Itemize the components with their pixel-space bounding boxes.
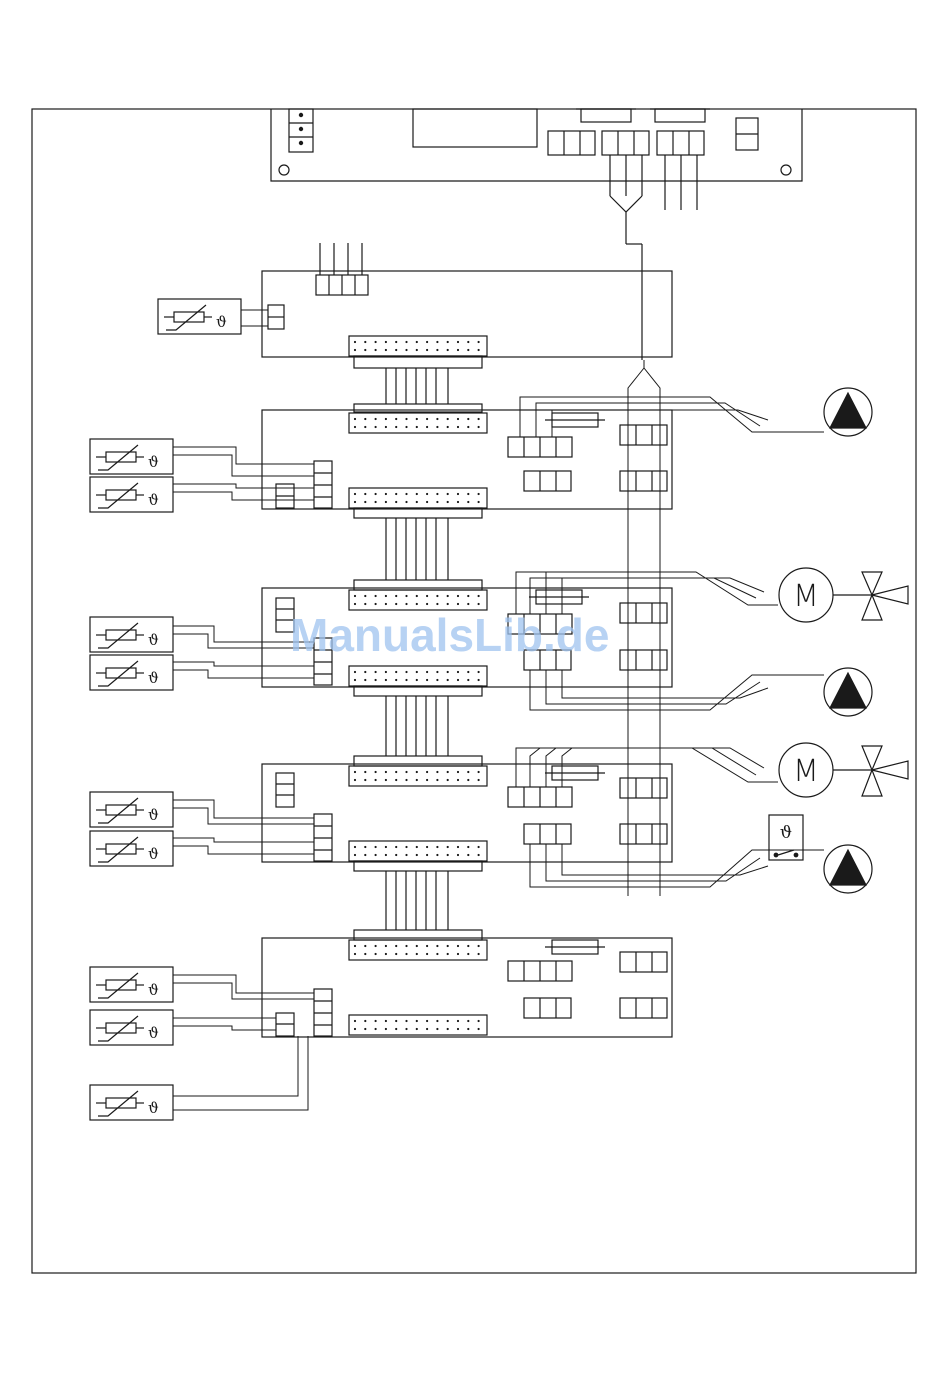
sensor-layer: ϑ ϑ ϑ ϑ ϑ ϑ ϑ ϑ ϑ ϑ [90, 299, 241, 1120]
temperature-sensor-icon: ϑ [90, 617, 173, 652]
thermostat-label: ϑ [780, 823, 792, 843]
diagram-frame [32, 109, 916, 1273]
ribbon-cable-2 [354, 518, 482, 590]
main-bus-cable [610, 155, 697, 360]
vertical-bus-lines [628, 360, 660, 896]
motor-1-label: M [793, 579, 819, 614]
temperature-sensor-label: ϑ [148, 806, 159, 824]
temperature-sensor-icon: ϑ [90, 439, 173, 474]
temperature-sensor-label: ϑ [148, 981, 159, 999]
sensor-wires [173, 310, 314, 1110]
temperature-sensor-icon: ϑ [90, 792, 173, 827]
ribbon-cable-4 [354, 871, 482, 940]
temperature-sensor-icon: ϑ [90, 477, 173, 512]
module-board-4 [262, 764, 672, 871]
temperature-sensor-label: ϑ [148, 845, 159, 863]
main-control-board [271, 109, 802, 181]
temperature-sensor-label: ϑ [148, 631, 159, 649]
pump-2-icon [824, 668, 872, 716]
temperature-sensor-icon: ϑ [90, 1010, 173, 1045]
temperature-sensor-label: ϑ [216, 313, 227, 331]
temperature-sensor-label: ϑ [148, 453, 159, 471]
watermark: ManualsLib.de [290, 608, 609, 662]
temperature-sensor-icon: ϑ [158, 299, 241, 334]
temperature-sensor-label: ϑ [148, 1099, 159, 1117]
temperature-sensor-icon: ϑ [90, 831, 173, 866]
module-board-5 [262, 938, 672, 1037]
module-board-2 [262, 410, 672, 518]
temperature-sensor-icon: ϑ [90, 655, 173, 690]
ribbon-cable-3 [354, 696, 482, 766]
temperature-sensor-label: ϑ [148, 669, 159, 687]
temperature-sensor-icon: ϑ [90, 967, 173, 1002]
pump-3-icon [824, 845, 872, 893]
temperature-sensor-icon: ϑ [90, 1085, 173, 1120]
module-board-1 [262, 243, 672, 357]
motor-2-label: M [793, 754, 819, 789]
ribbon-cable-1 [354, 356, 482, 412]
temperature-sensor-label: ϑ [148, 1024, 159, 1042]
temperature-sensor-label: ϑ [148, 491, 159, 509]
pump-1-icon [824, 388, 872, 436]
